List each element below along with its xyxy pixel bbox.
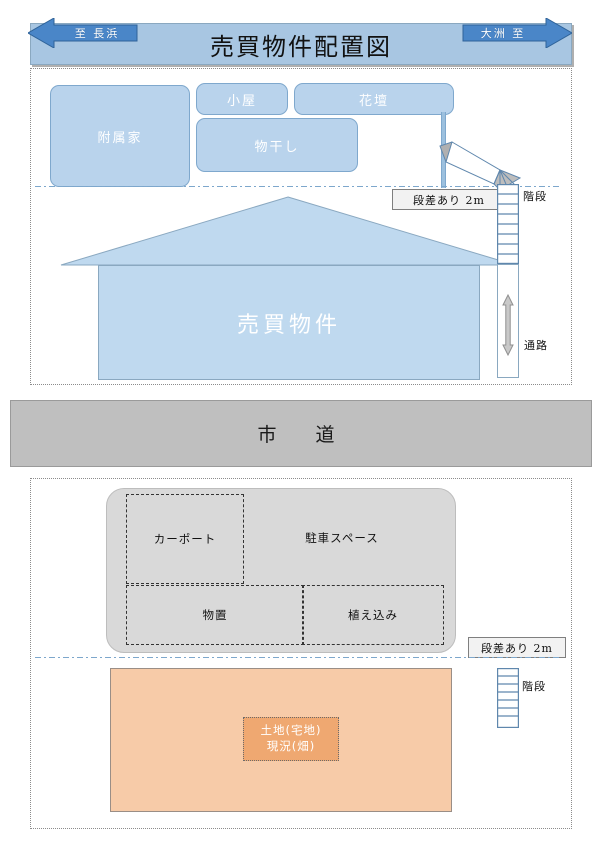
direction-arrow-right: 大洲 至 bbox=[462, 18, 572, 48]
zone-carport-label: カーポート bbox=[153, 532, 217, 546]
direction-arrow-left-label: 至 長浜 bbox=[74, 27, 120, 40]
zone-carport: カーポート bbox=[126, 494, 244, 584]
shape-flowerbed-label: 花壇 bbox=[358, 93, 389, 109]
double-arrow-icon bbox=[502, 294, 514, 356]
city-road-band: 市 道 bbox=[10, 400, 592, 467]
note-step-difference-bottom-label: 段差あり 2m bbox=[481, 641, 553, 655]
zone-storage-label: 物置 bbox=[202, 608, 228, 622]
shape-laundry-drying-area: 物干し bbox=[196, 118, 358, 172]
land-parcel-label-line2: 現況(畑) bbox=[266, 739, 316, 753]
shape-shed-label: 小屋 bbox=[226, 93, 257, 109]
shape-annex-building: 附属家 bbox=[50, 85, 190, 187]
city-road-name: 市 道 bbox=[257, 424, 345, 446]
label-corridor-path: 通路 bbox=[524, 339, 548, 352]
shape-annex-building-label: 附属家 bbox=[97, 130, 143, 146]
note-step-difference-top-label: 段差あり 2m bbox=[413, 193, 485, 207]
house-main-building-label: 売買物件 bbox=[236, 312, 341, 338]
stairs-shape-top bbox=[497, 184, 519, 264]
direction-arrow-right-label: 大洲 至 bbox=[480, 27, 526, 40]
house-main-building: 売買物件 bbox=[98, 265, 480, 380]
corridor-path-shape bbox=[497, 264, 519, 378]
zone-planting-label: 植え込み bbox=[348, 608, 398, 622]
note-step-difference-bottom: 段差あり 2m bbox=[468, 637, 566, 658]
label-stairs-bottom: 階段 bbox=[522, 680, 546, 693]
note-step-difference-top: 段差あり 2m bbox=[392, 189, 506, 210]
page-title: 売買物件配置図 bbox=[210, 32, 392, 61]
zone-parking-space: 駐車スペース bbox=[242, 494, 442, 582]
direction-arrow-left: 至 長浜 bbox=[28, 18, 138, 48]
level-difference-line-top bbox=[35, 186, 562, 187]
shape-flowerbed: 花壇 bbox=[294, 83, 454, 115]
shape-laundry-drying-area-label: 物干し bbox=[254, 139, 300, 155]
land-parcel-label-line1: 土地(宅地) bbox=[260, 723, 322, 738]
zone-planting: 植え込み bbox=[302, 585, 444, 645]
shape-shed: 小屋 bbox=[196, 83, 288, 115]
parking-zone-shape bbox=[106, 488, 456, 653]
zone-storage: 物置 bbox=[126, 585, 304, 645]
land-parcel-label-box: 土地(宅地) 現況(畑) bbox=[243, 717, 339, 761]
zone-parking-space-label: 駐車スペース bbox=[305, 531, 379, 545]
level-difference-line-bottom bbox=[35, 657, 562, 658]
label-stairs-top: 階段 bbox=[523, 190, 547, 203]
stairs-shape-bottom bbox=[497, 668, 519, 728]
